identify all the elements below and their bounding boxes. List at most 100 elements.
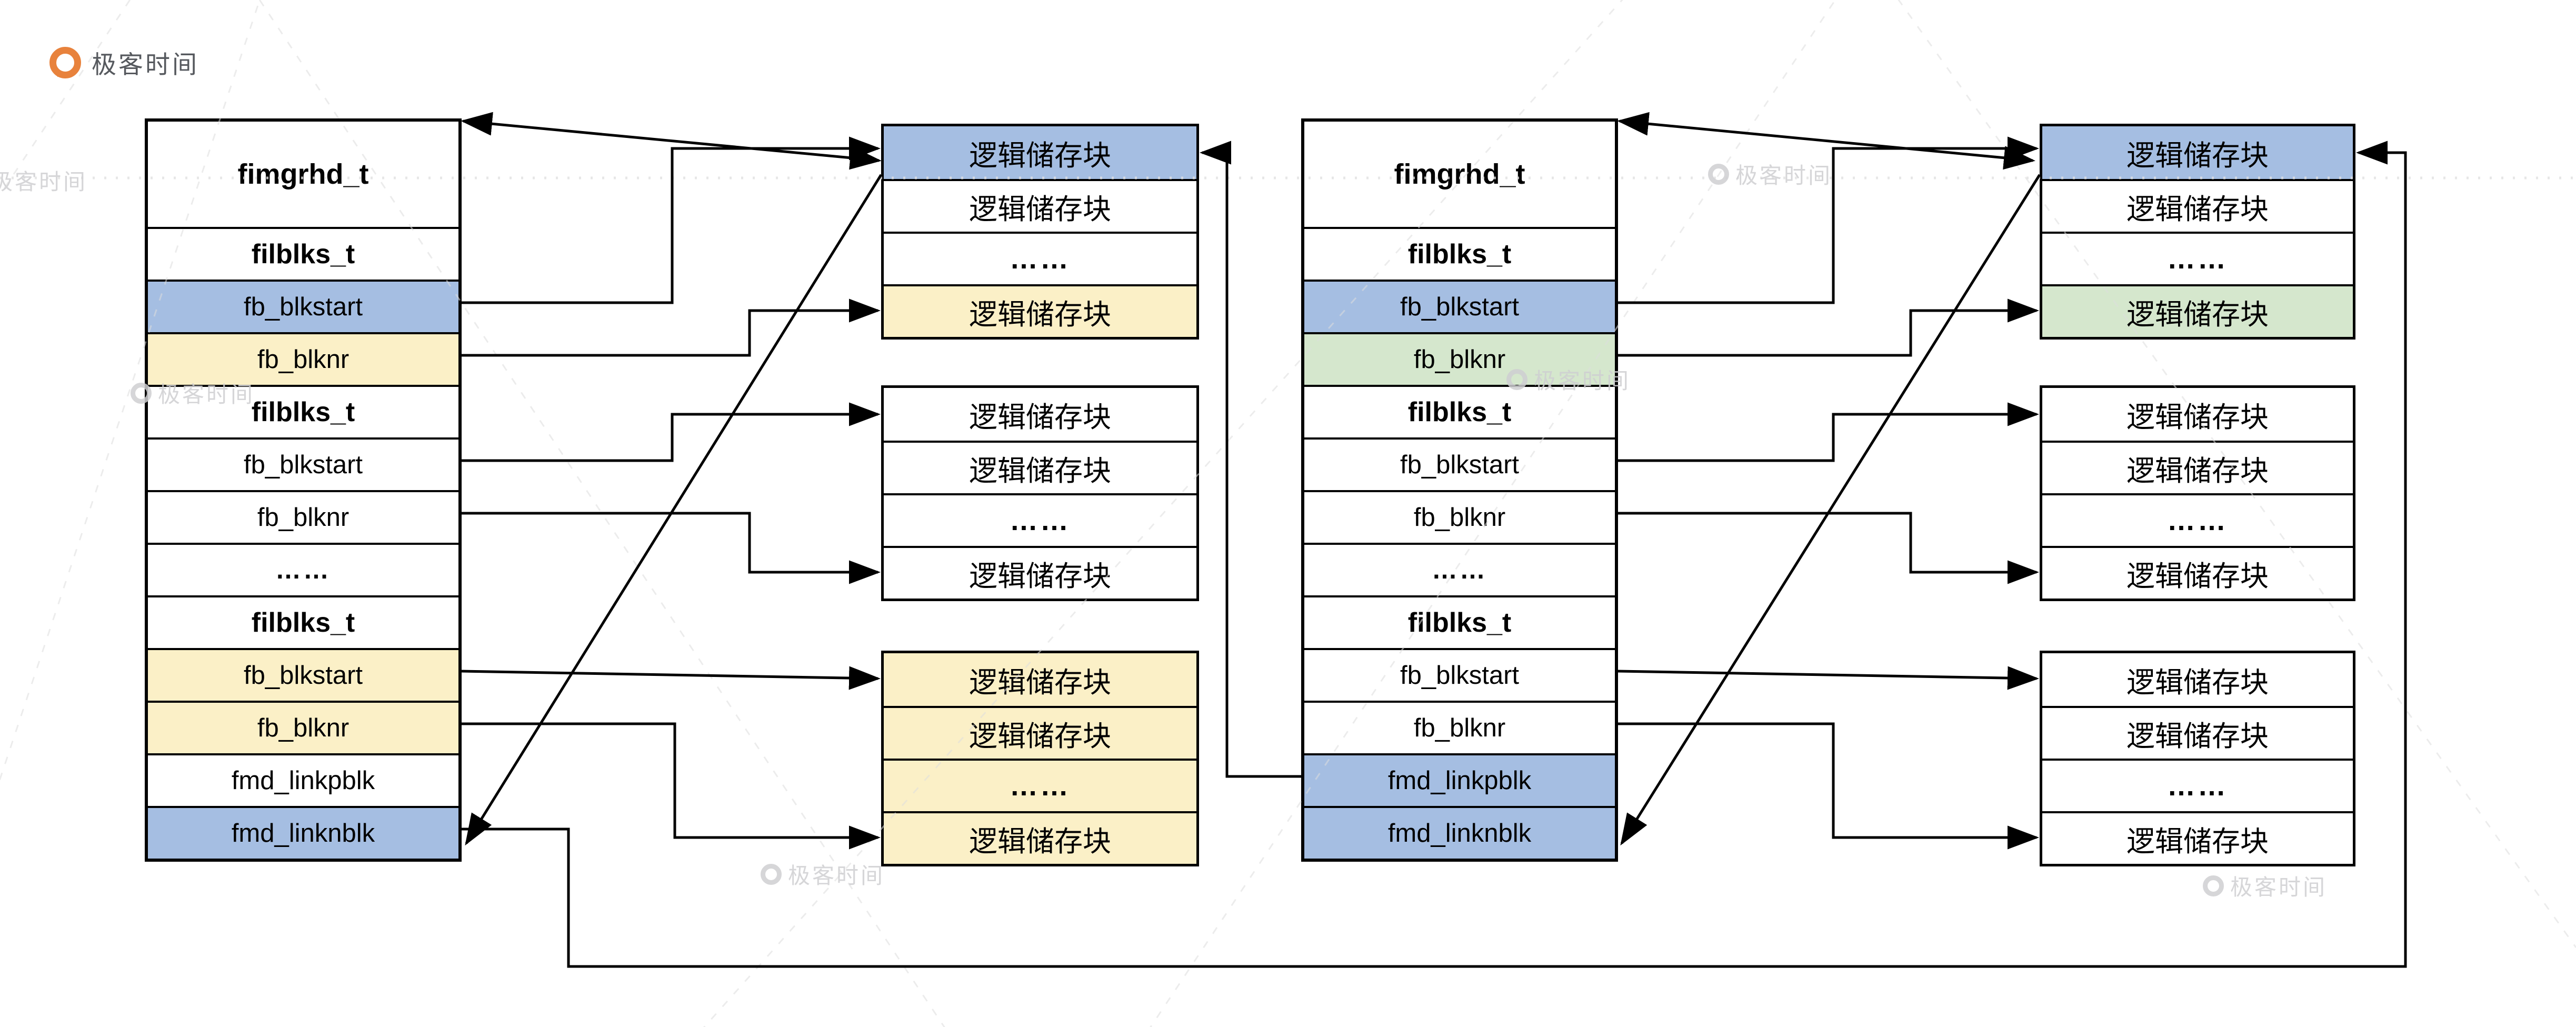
logical-block-row-label: …… [1010,505,1071,536]
right-fmd_linkpblk-to-left-first-block [1200,141,1301,778]
watermark-logo-icon [2203,875,2224,896]
logical-block-row: 逻辑储存块 [884,179,1196,232]
struct-field-row: fb_blknr [1304,701,1615,753]
struct-field-row-label: filblks_t [1407,607,1512,638]
left-blocks-group-3: 逻辑储存块逻辑储存块……逻辑储存块 [881,651,1199,866]
watermark-logo: 极客时间 [2203,870,2327,902]
left-first-block-to-header-link [461,112,882,170]
watermark-logo-icon [1708,163,1729,185]
struct-field-row: fb_blknr [148,701,458,753]
logical-block-row: 逻辑储存块 [2042,811,2353,864]
struct-field-row: fb_blknr [1304,490,1615,543]
logical-block-row-label: 逻辑储存块 [969,401,1111,433]
logical-block-row-label: 逻辑储存块 [969,298,1111,331]
struct-field-row: fimgrhd_t [1304,122,1615,227]
geektime-logo: 极客时间 [49,44,199,81]
left-fb_blknr-2-pointer [462,512,881,584]
struct-field-row-label: fb_blkstart [243,451,363,479]
struct-field-row-label: filblks_t [1407,239,1512,270]
logical-block-row: 逻辑储存块 [884,284,1196,337]
logical-block-row: 逻辑储存块 [884,811,1196,864]
struct-field-row-label: fimgrhd_t [1394,158,1525,190]
watermark-logo-text: 极客时间 [1534,368,1631,393]
logical-block-row: 逻辑储存块 [2042,388,2353,441]
logical-block-row-label: 逻辑储存块 [2126,560,2269,592]
logical-block-row-label: 逻辑储存块 [969,139,1111,172]
logical-block-row: 逻辑储存块 [884,653,1196,706]
struct-field-row-label: …… [275,556,331,584]
watermark-logo: 极客时间 [0,164,87,196]
logical-block-row-label: 逻辑储存块 [2126,825,2269,858]
struct-field-row-label: filblks_t [251,397,355,427]
logical-block-row-label: …… [2167,505,2228,536]
geektime-logo-icon [49,46,81,78]
right-blocks-group-2: 逻辑储存块逻辑储存块……逻辑储存块 [2040,385,2355,601]
logical-block-row-label: …… [2167,770,2228,802]
watermark-logo-text: 极客时间 [2230,875,2328,900]
logical-block-row-label: 逻辑储存块 [2126,666,2269,699]
struct-field-row: fmd_linkpblk [148,753,458,806]
logical-block-row-label: 逻辑储存块 [2126,720,2269,752]
struct-field-row: fb_blkstart [1304,437,1615,490]
watermark-logo-text: 极客时间 [158,382,255,407]
struct-field-row: filblks_t [148,595,458,648]
left-fb_blkstart-3-pointer [461,666,881,690]
logical-block-row: …… [2042,493,2353,546]
watermark-logo-text: 极客时间 [788,863,885,888]
struct-field-row-label: filblks_t [1407,397,1512,427]
logical-block-row-label: 逻辑储存块 [2126,139,2269,172]
struct-field-row: fb_blkstart [1304,280,1615,332]
right-fb_blknr-3-pointer [1618,722,2039,850]
struct-field-row: filblks_t [148,227,458,280]
logical-block-row-label: 逻辑储存块 [2126,455,2269,487]
struct-field-row-label: filblks_t [251,239,355,270]
logical-block-row: 逻辑储存块 [2042,653,2353,706]
struct-field-row: …… [1304,543,1615,595]
watermark-logo-icon [761,863,782,885]
logical-block-row: …… [884,232,1196,284]
struct-field-row: fb_blkstart [148,280,458,332]
logical-block-row: 逻辑储存块 [884,126,1196,179]
right-fb_blkstart-2-pointer [1618,402,2039,462]
struct-field-row-label: fmd_linkpblk [1387,766,1532,795]
watermark-line [0,0,131,196]
right-blocks-group-1: 逻辑储存块逻辑储存块……逻辑储存块 [2040,124,2355,340]
logical-block-row-label: …… [1010,770,1071,802]
logical-block-row-label: 逻辑储存块 [969,193,1111,225]
struct-field-row-label: fb_blkstart [243,293,363,321]
left-blocks-group-1: 逻辑储存块逻辑储存块……逻辑储存块 [881,124,1199,340]
logical-block-row-label: 逻辑储存块 [2126,298,2269,331]
struct-field-row-label: …… [1432,556,1487,584]
struct-field-row-label: fb_blkstart [1400,451,1520,479]
struct-field-row-label: filblks_t [251,607,355,638]
struct-field-row: fb_blkstart [148,437,458,490]
struct-field-row: filblks_t [1304,227,1615,280]
logical-block-row: 逻辑储存块 [884,706,1196,759]
logical-block-row-label: …… [2167,243,2228,275]
watermark-logo-text: 极客时间 [1735,163,1833,188]
struct-field-row: fmd_linkpblk [1304,753,1615,806]
struct-field-row-label: fb_blkstart [243,661,363,690]
logical-block-row: 逻辑储存块 [2042,706,2353,759]
watermark-logo-icon [131,382,152,404]
struct-field-row-label: fb_blkstart [1400,293,1520,321]
struct-field-row: fb_blkstart [148,648,458,701]
logical-block-row: …… [2042,759,2353,811]
logical-block-row-label: …… [1010,243,1071,275]
struct-field-row: …… [148,543,458,595]
left-blocks-group-2: 逻辑储存块逻辑储存块……逻辑储存块 [881,385,1199,601]
logical-block-row: …… [2042,232,2353,284]
logical-block-row-label: 逻辑储存块 [2126,401,2269,433]
logical-block-row-label: 逻辑储存块 [969,720,1111,752]
struct-field-row-label: fb_blknr [257,345,350,374]
logical-block-row: 逻辑储存块 [2042,546,2353,599]
left-fb_blknr-3-pointer [462,722,881,850]
logical-block-row: 逻辑储存块 [884,388,1196,441]
struct-field-row-label: fb_blknr [1413,714,1506,742]
struct-field-row: fb_blkstart [1304,648,1615,701]
watermark-logo-text: 极客时间 [0,169,88,194]
watermark-logo: 极客时间 [131,377,255,409]
